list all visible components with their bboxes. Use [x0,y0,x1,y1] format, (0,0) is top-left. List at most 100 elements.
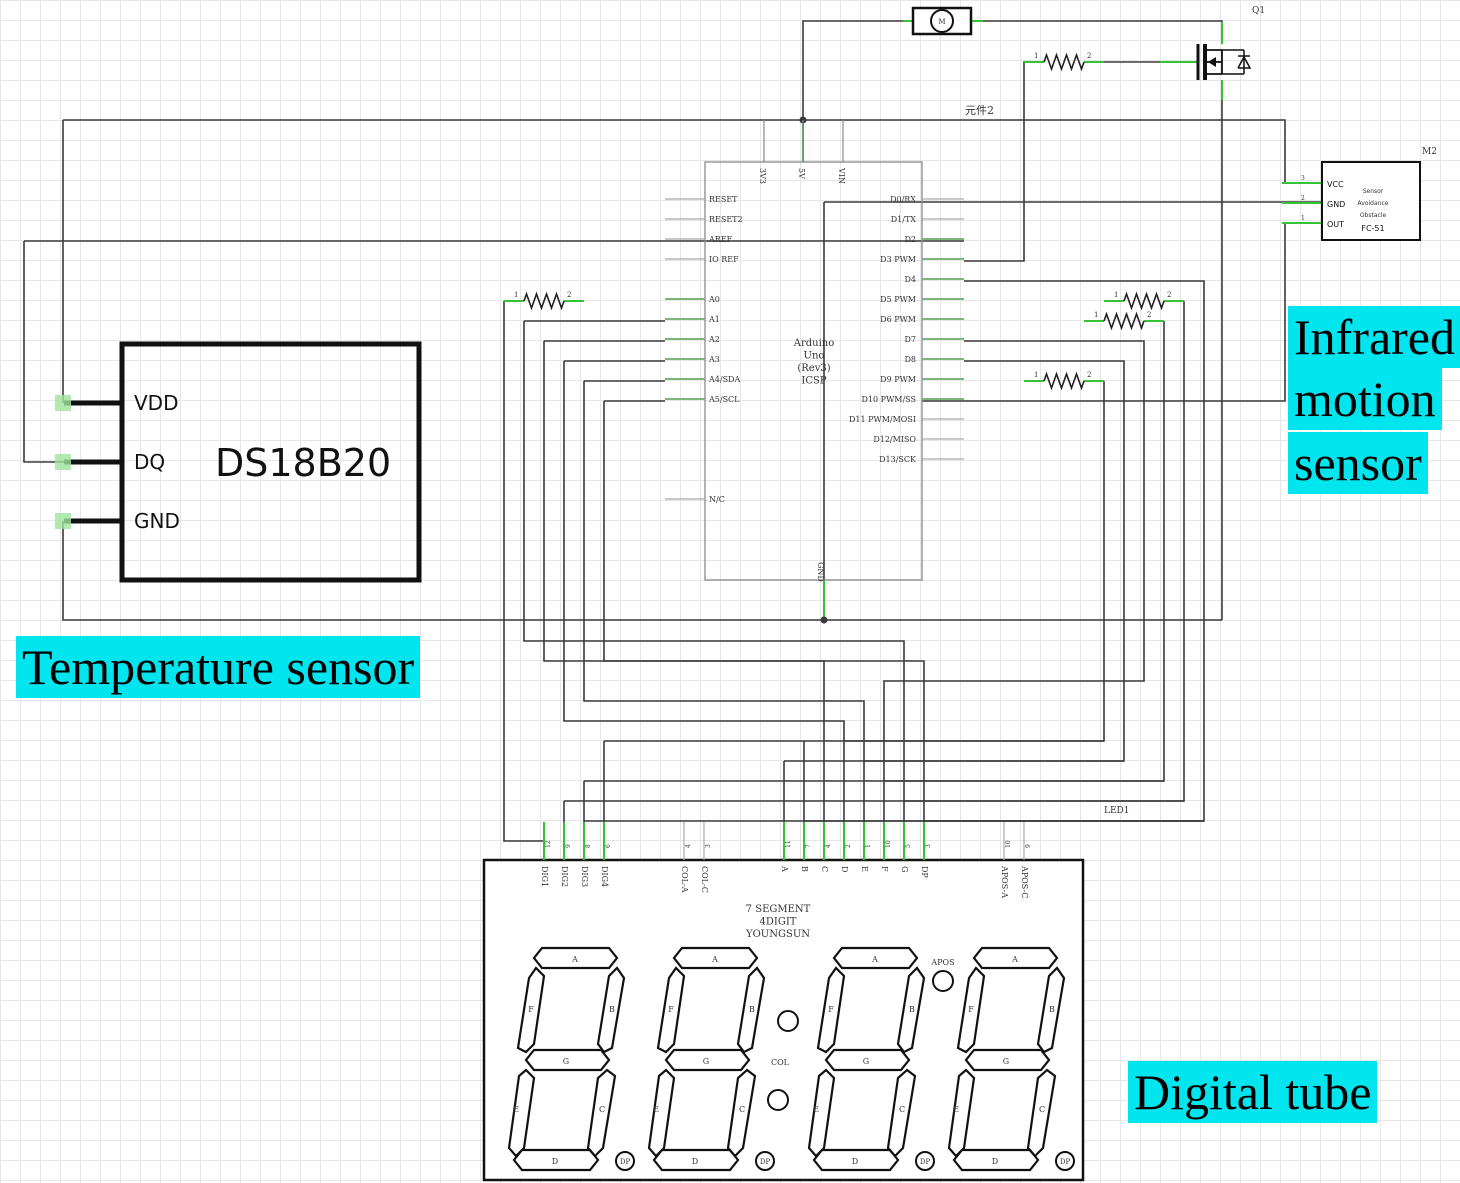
wire-a5 [603,401,925,821]
digit-3-segment-e [807,1068,836,1158]
digit-2-segment-label-f: F [668,1005,674,1014]
ir-pin-number-2: 1 [1301,215,1305,222]
ir-pin-number-1: 2 [1301,195,1305,202]
digit-3-segment-label-d: D [852,1157,858,1166]
led-pin-number-5: 3 [705,844,712,848]
colon-bottom [767,1089,789,1111]
d6-resistor [1103,311,1145,331]
led-pin-f: F [880,866,889,872]
digit-4-segment-d [952,1148,1040,1172]
led-title-line-0: 7 SEGMENT [746,904,811,915]
arduino-body [704,161,923,581]
arduino-pin-3v3: 3V3 [758,168,767,184]
arduino-pin-reset: RESET [709,195,738,204]
led-pin-number-2: 8 [585,844,592,848]
net-label: 元件2 [965,104,994,117]
digit-4-segment-e [947,1068,976,1158]
led-title-line-1: 4DIGIT [760,917,797,928]
digit-3-segment-label-c: C [899,1105,905,1114]
ds18b20-pin-pad-2 [55,513,71,529]
d5-resistor [1123,291,1165,311]
led-pin-number-9: 2 [845,844,852,848]
colon-label: COL [771,1058,790,1067]
led-pin-number-4: 4 [685,844,692,848]
arduino-pin-d9-pwm: D9 PWM [880,375,916,384]
wire-d3-gate [964,61,1044,262]
wire-motor-drain [971,20,1223,44]
arduino-pin-io-ref: IO REF [709,255,739,264]
temperature-sensor-label: Temperature sensor [22,639,415,695]
led-pin-g: G [900,866,909,872]
arduino-pin-a1: A1 [708,315,720,324]
led-pin-number-15: 9 [1025,844,1032,848]
led-pin-dig4: DIG4 [600,866,609,887]
digit-2-segment-label-b: B [749,1005,755,1014]
digit-4-segment-label-f: F [968,1005,974,1014]
infrared-line-3: sensor [1288,432,1428,494]
arduino-label-line-0: Arduino [793,338,835,349]
gate-resistor-pin2: 2 [1087,52,1091,60]
infrared-label-1: Infrared [1294,309,1455,365]
junction-gnd [820,616,828,624]
arduino-label-line-3: ICSP [801,376,826,387]
digit-1-segment-label-g: G [563,1057,569,1066]
mosfet-arrow [1208,57,1216,67]
d5-resistor-pin2: 2 [1167,291,1171,299]
wire-a4 [583,381,865,761]
digit-3-segment-label-f: F [828,1005,834,1014]
digit-2-segment-f [656,966,686,1054]
led-pin-number-1: 9 [565,844,572,848]
digit-4-segment-label-g: G [1003,1057,1009,1066]
a0-resistor [523,291,565,311]
arduino-label-line-1: Uno [804,351,825,362]
digit-4-segment-label-c: C [1039,1105,1045,1114]
digit-3-segment-label-b: B [909,1005,915,1014]
led-pin-number-7: 7 [805,844,812,848]
led-title-line-2: YOUNGSUN [745,929,810,940]
arduino-pin-d1-tx: D1/TX [891,215,917,224]
digit-2-segment-label-d: D [692,1157,698,1166]
arduino-pin-d6-pwm: D6 PWM [880,315,916,324]
apostrophe [932,970,954,992]
arduino-pin-d0-rx: D0/RX [890,195,916,204]
arduino-pin-d10-pwm-ss: D10 PWM/SS [862,395,916,404]
digit-2-dp-label: DP [760,1158,771,1166]
wire-a3 [563,361,845,741]
mosfet-diode [1222,49,1252,75]
digit-1-segment-label-a: A [571,955,578,964]
digit-1-segment-label-b: B [609,1005,615,1014]
arduino-pin-a3: A3 [708,355,720,364]
ir-module-ref: M2 [1422,147,1437,157]
arduino-pin-d5-pwm: D5 PWM [880,295,916,304]
digit-1-segment-a [532,946,619,970]
digit-1-dp-label: DP [620,1158,631,1166]
led-pin-number-10: 1 [865,844,872,848]
digit-2-segment-d [652,1148,740,1172]
digit-4-segment-label-a: A [1011,955,1018,964]
ds18b20-pin-pad-1 [55,454,71,470]
led-pin-number-3: 6 [605,844,612,848]
temperature-sensor-callout: Temperature sensor [16,636,421,698]
led-pin-number-14: 10 [1005,840,1012,848]
wire-d5 [903,301,1185,860]
seven-segment-display: LED1DIG112DIG29DIG38DIG46COL-A4COL-C3A11… [482,806,1130,1182]
ir-pin-number-0: 3 [1301,175,1305,182]
d9-resistor-pin2: 2 [1087,371,1091,379]
digit-1-segment-label-e: E [513,1105,519,1114]
digit-3-segment-g [824,1048,911,1072]
ds18b20-pin-vdd: VDD [134,391,178,415]
led-pin-number-0: 12 [545,840,552,848]
led-pin-dig1: DIG1 [540,866,549,887]
arduino-pin-d11-pwm-mosi: D11 PWM/MOSI [849,415,916,424]
digit-1-dp [615,1151,635,1171]
wire-d10-ir-out [922,223,1286,402]
d6-resistor-pin2: 2 [1147,311,1151,319]
led-pin-number-6: 11 [785,840,792,848]
infrared-line-2: motion [1288,368,1442,430]
led-pin-dig3: DIG3 [580,866,589,887]
arduino-pin-d2: D2 [904,235,916,244]
digit-4-segment-a [972,946,1059,970]
led-pin-d: D [840,866,849,872]
